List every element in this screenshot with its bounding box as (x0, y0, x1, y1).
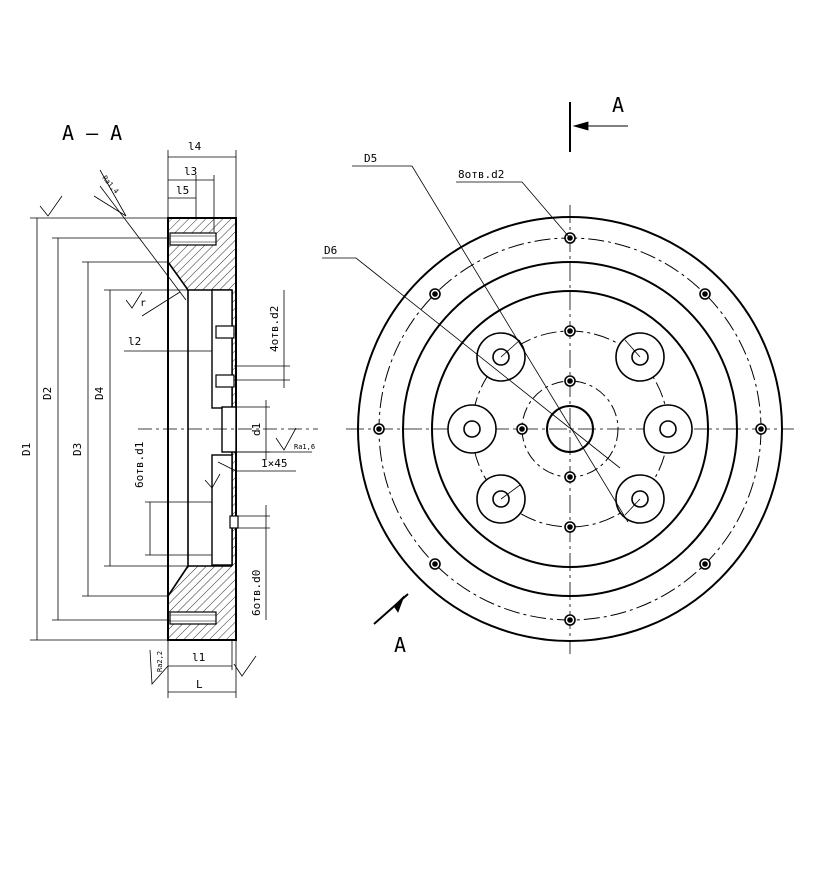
label-l2: l2 (128, 335, 141, 348)
label-holes-d2-side: 4отв.d2 (268, 306, 281, 352)
label-d1: d1 (250, 423, 263, 436)
label-holes-d2-front: 8отв.d2 (458, 168, 504, 181)
label-l5: l5 (176, 184, 189, 197)
front-view (346, 205, 794, 654)
label-holes-d0: 6отв.d0 (250, 570, 263, 616)
label-l1: l1 (192, 651, 205, 664)
label-D1: D1 (20, 443, 33, 456)
label-l4: l4 (188, 140, 202, 153)
label-r: r (140, 298, 146, 309)
label-ra22: Ra2,2 (156, 651, 164, 672)
side-hole-1 (215, 325, 235, 339)
label-ra-mid: Ra1,6 (294, 443, 315, 451)
view-marker-top: А (612, 93, 624, 117)
thread-hole-top (169, 232, 217, 246)
label-D6: D6 (324, 244, 337, 257)
label-chamfer: 1×45 (261, 457, 288, 470)
front-dimensions (322, 102, 641, 625)
label-D4: D4 (93, 386, 106, 400)
label-D2: D2 (41, 387, 54, 400)
labels: А – А А А l4 l3 l5 l2 l1 L r D1 D2 D3 D4… (20, 93, 624, 691)
label-D3: D3 (71, 443, 84, 456)
side-hole-3 (229, 515, 239, 529)
section-title: А – А (62, 121, 122, 145)
label-holes-d1: 6отв.d1 (133, 442, 146, 488)
side-hole-2 (215, 374, 235, 388)
section-dimensions (30, 150, 312, 698)
hatch-bottom (168, 452, 236, 640)
label-ra-top: Ra1,4 (100, 174, 120, 195)
section-view (138, 217, 318, 641)
label-D5: D5 (364, 152, 377, 165)
label-l3: l3 (184, 165, 197, 178)
view-marker-bottom: А (394, 633, 406, 657)
hatch-top (168, 218, 236, 407)
front-holes (373, 232, 767, 626)
thread-hole-bottom (169, 611, 217, 625)
label-L: L (196, 678, 203, 691)
